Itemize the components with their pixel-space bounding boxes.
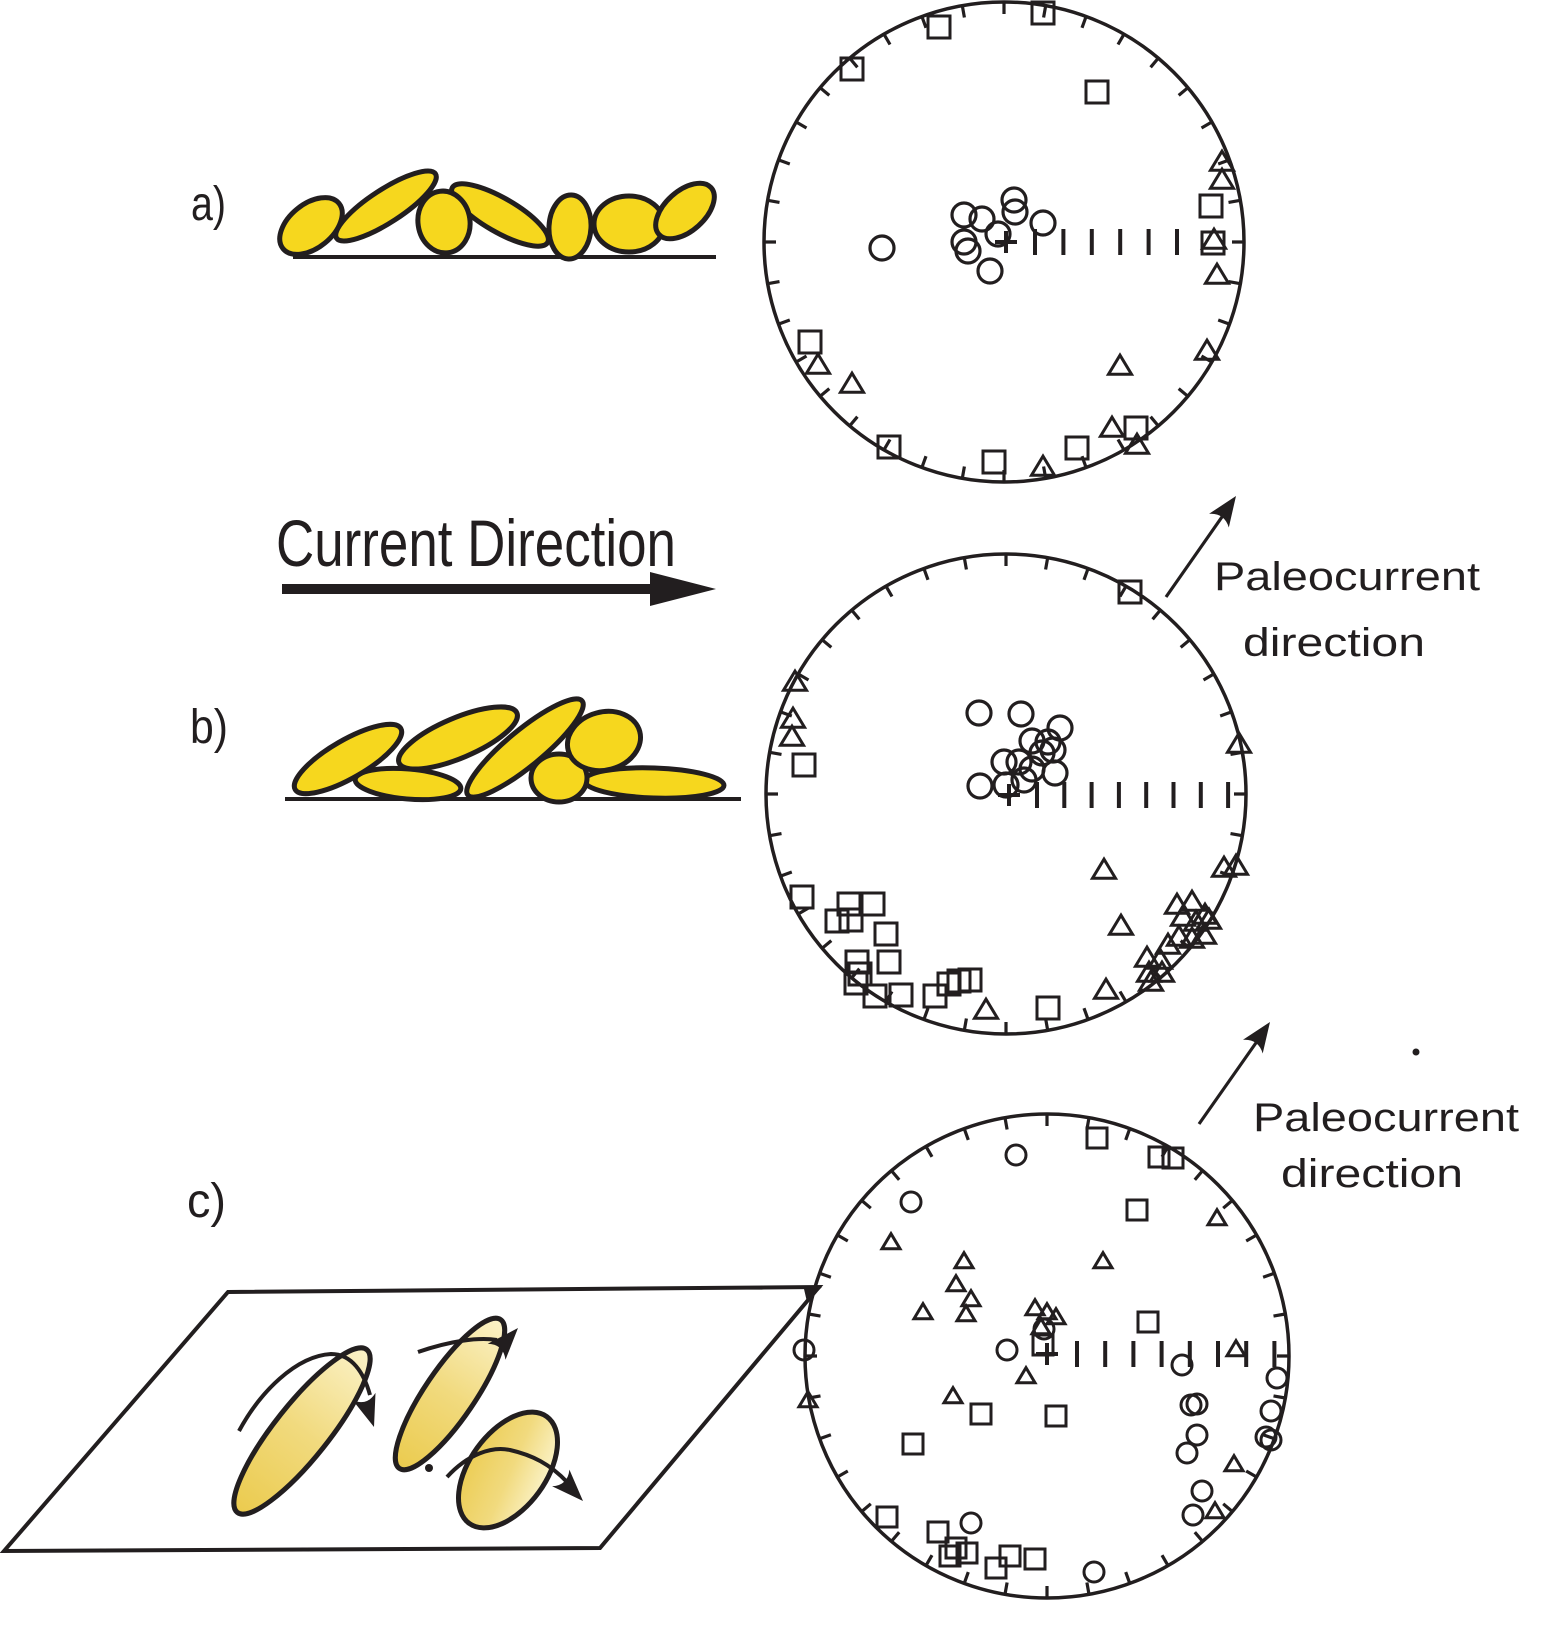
svg-text:c): c) xyxy=(187,1175,226,1228)
svg-text:Paleocurrent: Paleocurrent xyxy=(1253,1096,1519,1140)
svg-text:direction: direction xyxy=(1281,1152,1463,1196)
svg-text:Current Direction: Current Direction xyxy=(276,506,676,580)
svg-text:Paleocurrent: Paleocurrent xyxy=(1214,555,1480,599)
svg-text:b): b) xyxy=(190,701,228,754)
svg-text:a): a) xyxy=(191,178,226,231)
svg-text:direction: direction xyxy=(1243,621,1425,665)
